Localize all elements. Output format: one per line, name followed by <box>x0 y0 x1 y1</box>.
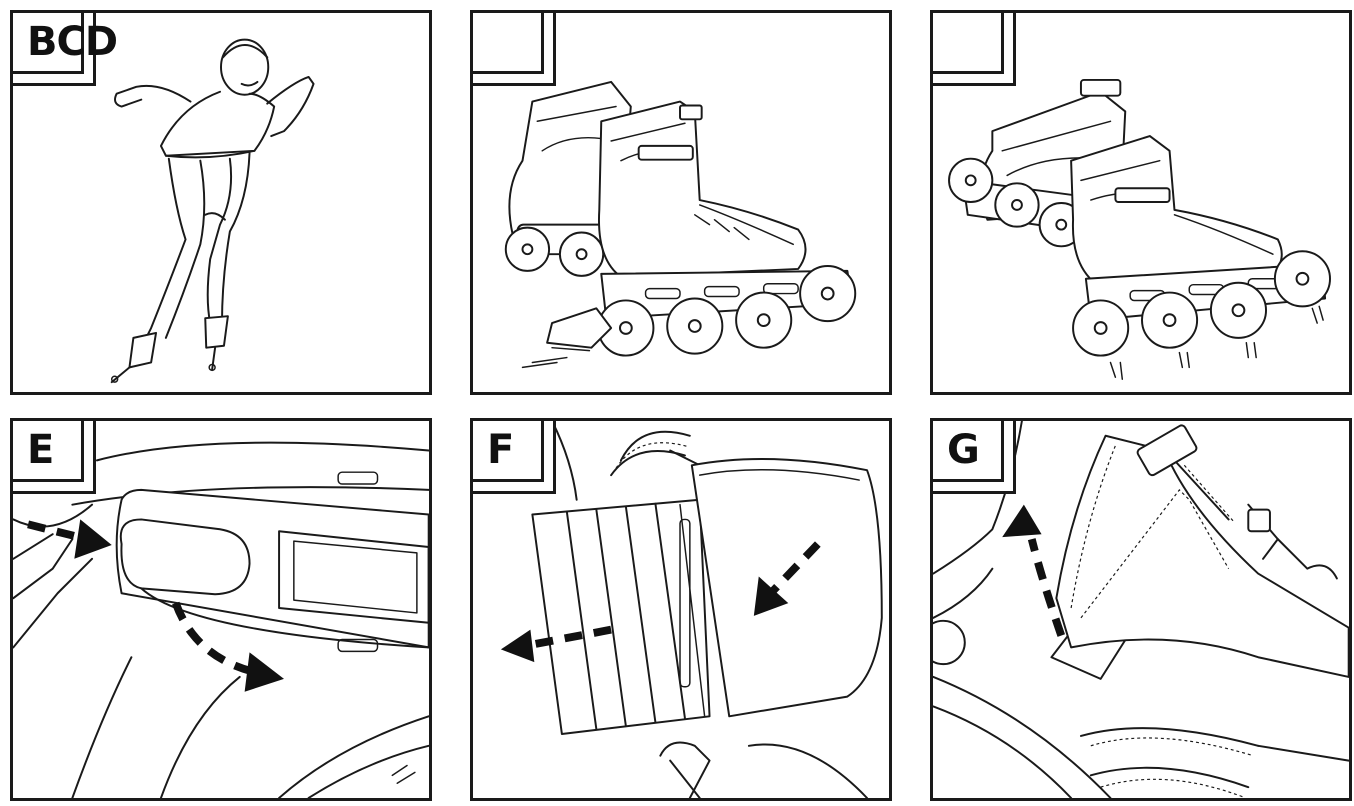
buckle-release-illustration <box>13 441 429 798</box>
inline-skates-illustration <box>504 80 857 369</box>
panel-g-strap-pull: G <box>930 418 1352 801</box>
label-tab <box>473 13 544 74</box>
panel-f-strap: F <box>470 418 892 801</box>
panel-label: BCD <box>27 19 118 65</box>
panel-label: E <box>27 427 54 473</box>
skater-illustration <box>110 38 315 384</box>
strap-pull-up-illustration <box>933 421 1349 798</box>
label-tab: E <box>13 421 84 482</box>
label-tab: F <box>473 421 544 482</box>
panel-label: F <box>487 427 514 473</box>
panel-skates-with-brake <box>470 10 892 395</box>
label-tab: G <box>933 421 1004 482</box>
inline-skates-tilted-illustration <box>948 78 1331 380</box>
panel-bcd-skater: BCD <box>10 10 432 395</box>
velcro-strap-illustration <box>500 421 883 798</box>
label-tab: BCD <box>13 13 118 74</box>
panel-label: G <box>947 427 980 473</box>
label-tab <box>933 13 1004 74</box>
panel-skates-wheels <box>930 10 1352 395</box>
panel-e-buckle: E <box>10 418 432 801</box>
